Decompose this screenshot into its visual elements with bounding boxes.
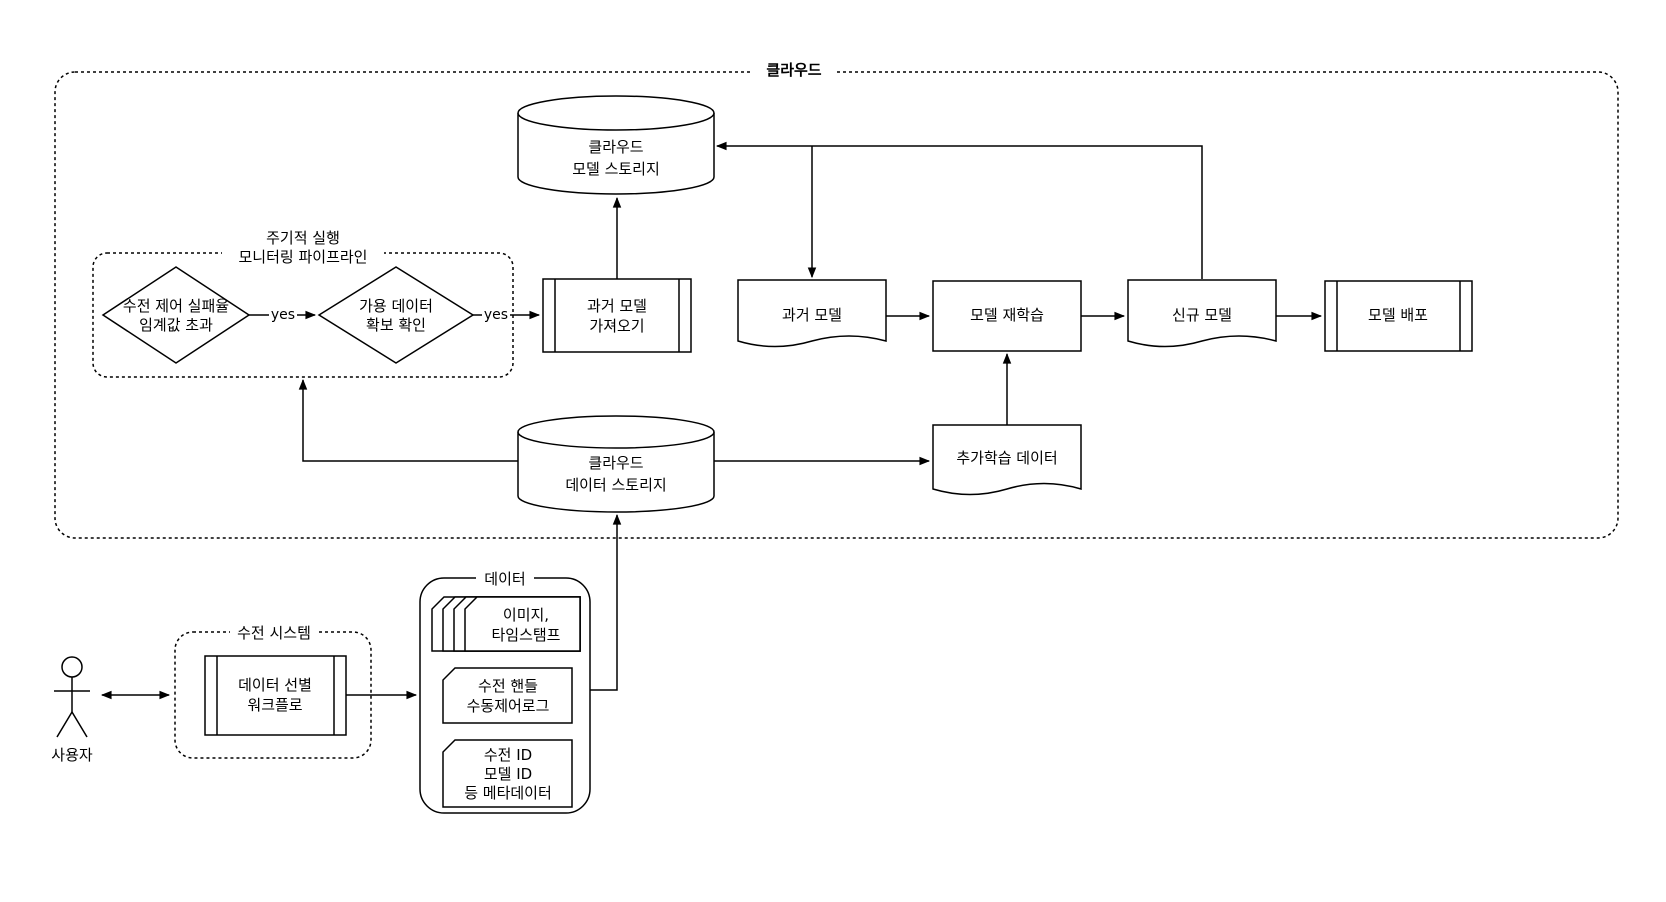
model-retraining-box [932,280,1082,352]
node-failure-threshold-check: 수전 제어 실패율 임계값 초과 [101,266,251,364]
images-timestamps-line2: 타임스탬프 [491,626,560,644]
data-label: 데이터 [484,570,525,588]
fetch-past-model-line2: 가져오기 [589,317,644,335]
faucet-system-label-bg [230,622,318,642]
data-availability-line1: 가용 데이터 [359,297,433,315]
cloud-label: 클라우드 [766,61,821,79]
edge-labels: yes yes [269,305,510,323]
data-container: 데이터 이미지, 타임스탬프 수전 핸들 수동제어로그 수전 ID 모델 ID … [419,568,591,814]
metadata-line1: 수전 ID [484,746,532,764]
failure-threshold-diamond [101,266,251,364]
model-deployment-box [1324,280,1473,352]
model-deployment-label: 모델 배포 [1368,306,1428,324]
metadata-card [442,739,573,808]
cloud-model-storage-body [517,113,715,195]
additional-training-data-label: 추가학습 데이터 [956,449,1057,467]
user-label: 사용자 [51,746,93,764]
edge-data-cloud-data-storage [590,513,622,691]
cloud-model-storage-top [517,95,715,131]
monitoring-pipeline-label-bg [222,228,384,266]
cloud-container-border [54,71,1619,539]
new-model-document [1127,279,1277,348]
monitoring-pipeline-border [92,252,514,378]
cloud-data-storage-body [517,432,715,513]
cloud-label-bg [752,58,836,80]
cloud-data-storage-line1: 클라우드 [588,454,643,472]
metadata-line3: 등 메타데이터 [464,784,552,802]
node-data-selection-workflow: 데이터 선별 워크플로 [204,655,347,736]
images-timestamps-card-4 [464,596,581,652]
past-model-label: 과거 모델 [782,306,842,324]
cloud-model-storage-line1: 클라우드 [588,138,643,156]
data-availability-line2: 확보 확인 [366,316,426,334]
node-user-actor: 사용자 [51,656,93,764]
yes-label-2: yes [484,307,508,323]
past-model-document [737,279,887,348]
fetch-past-model-line1: 과거 모델 [587,297,647,315]
images-timestamps-line1: 이미지, [503,606,549,624]
data-selection-workflow-box [204,655,347,736]
model-retraining-label: 모델 재학습 [970,306,1044,324]
edge-new-model-model-storage [715,141,1203,279]
manual-control-log-line2: 수동제어로그 [467,697,550,715]
manual-control-log-line1: 수전 핸들 [478,677,538,695]
data-label-bg [476,568,534,588]
node-data-availability-check: 가용 데이터 확보 확인 [317,266,475,364]
data-selection-workflow-line1: 데이터 선별 [238,676,312,694]
node-cloud-model-storage: 클라우드 모델 스토리지 [517,95,715,195]
manual-control-log-card [442,667,573,724]
monitoring-pipeline-label-line2: 모니터링 파이프라인 [239,248,368,266]
node-model-retraining: 모델 재학습 [932,280,1082,352]
faucet-system-label: 수전 시스템 [237,624,311,642]
monitoring-pipeline-container: 주기적 실행 모니터링 파이프라인 [92,228,514,378]
yes-label-1: yes [271,307,295,323]
data-selection-workflow-line2: 워크플로 [247,696,302,714]
cloud-data-storage-line2: 데이터 스토리지 [565,476,666,494]
data-availability-diamond [317,266,475,364]
yes-label-1-bg [269,305,297,323]
failure-threshold-line2: 임계값 초과 [139,316,213,334]
new-model-label: 신규 모델 [1172,306,1232,324]
additional-training-data-document [932,424,1082,496]
cloud-model-storage-line2: 모델 스토리지 [572,160,660,178]
metadata-line2: 모델 ID [484,765,532,783]
faucet-system-container: 수전 시스템 데이터 선별 워크플로 [174,622,372,759]
fetch-past-model-box [542,278,692,353]
actor-head [61,656,83,678]
node-metadata: 수전 ID 모델 ID 등 메타데이터 [442,739,573,808]
failure-threshold-line1: 수전 제어 실패율 [123,297,229,315]
node-fetch-past-model: 과거 모델 가져오기 [542,278,692,353]
node-cloud-data-storage: 클라우드 데이터 스토리지 [517,415,715,513]
actor-left-leg [56,711,73,738]
actor-right-leg [71,711,88,738]
edge-storage-monitoring [298,378,518,462]
node-model-deployment: 모델 배포 [1324,280,1473,352]
cloud-data-storage-top [517,415,715,449]
cloud-container: 클라우드 [54,58,1619,539]
monitoring-pipeline-label-line1: 주기적 실행 [266,229,340,247]
node-manual-control-log: 수전 핸들 수동제어로그 [442,667,573,724]
node-past-model: 과거 모델 [737,279,887,348]
yes-label-2-bg [482,305,510,323]
node-additional-training-data: 추가학습 데이터 [932,424,1082,496]
node-images-timestamps: 이미지, 타임스탬프 [431,596,581,652]
node-new-model: 신규 모델 [1127,279,1277,348]
